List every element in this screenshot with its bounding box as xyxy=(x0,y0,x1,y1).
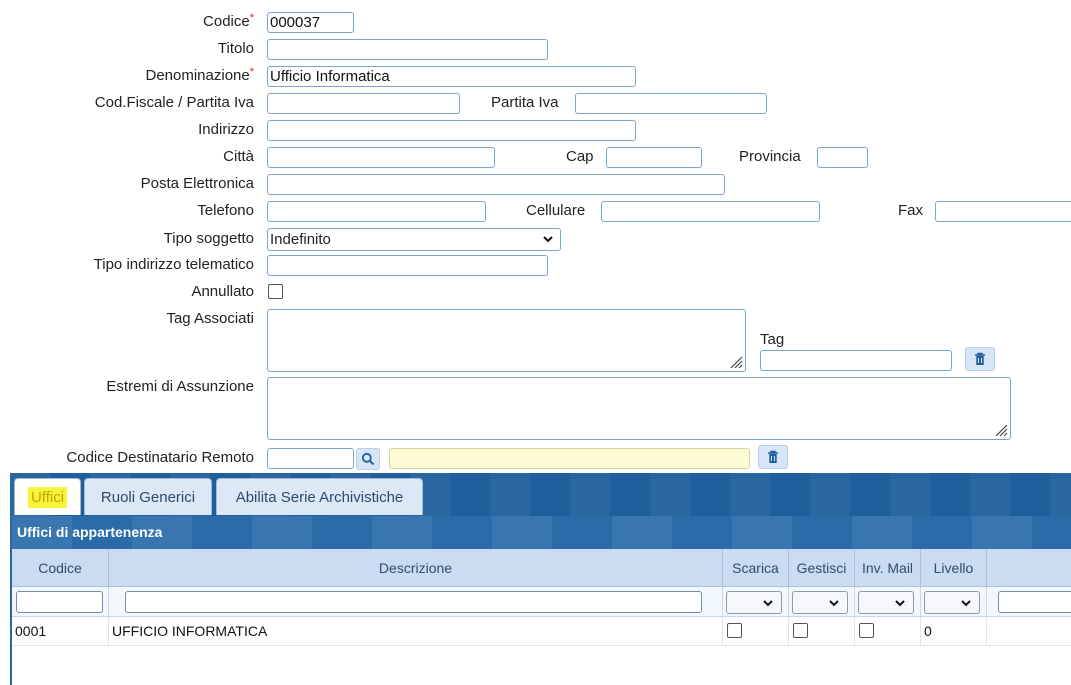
cell-codice: 0001 xyxy=(12,617,109,646)
codice-label: Codice* xyxy=(203,12,254,30)
annullato-checkbox[interactable] xyxy=(268,284,283,299)
col-header-livello[interactable]: Livello xyxy=(921,549,987,587)
col-header-codice[interactable]: Codice xyxy=(12,549,109,587)
col-header-inv-mail[interactable]: Inv. Mail xyxy=(855,549,921,587)
chevron-down-icon xyxy=(961,600,971,607)
filter-cell-inv-mail xyxy=(855,587,921,617)
email-input[interactable] xyxy=(267,174,725,195)
col-header-scarica[interactable]: Scarica xyxy=(723,549,789,587)
col-header-gestisci[interactable]: Gestisci xyxy=(789,549,855,587)
codice-dest-search-button[interactable] xyxy=(356,448,380,470)
codice-dest-delete-button[interactable] xyxy=(758,445,788,469)
cap-input[interactable] xyxy=(606,147,702,168)
tab-abilita-serie[interactable]: Abilita Serie Archivistiche xyxy=(216,478,423,515)
filter-extra-input[interactable] xyxy=(998,591,1071,613)
provincia-label: Provincia xyxy=(739,148,801,165)
tab-uffici[interactable]: Uffici xyxy=(14,478,81,515)
telefono-label: Telefono xyxy=(197,202,254,219)
indirizzo-label: Indirizzo xyxy=(198,121,254,138)
tab-ruoli-generici[interactable]: Ruoli Generici xyxy=(84,478,212,515)
denominazione-input[interactable]: Ufficio Informatica xyxy=(267,66,636,87)
tag-associati-textarea[interactable] xyxy=(267,309,746,372)
tipo-soggetto-label: Tipo soggetto xyxy=(163,230,254,247)
fax-label: Fax xyxy=(898,202,924,219)
cell-inv-mail xyxy=(855,617,921,646)
telefono-input[interactable] xyxy=(267,201,486,222)
cell-gestisci xyxy=(789,617,855,646)
tab-abilita-serie-label: Abilita Serie Archivistiche xyxy=(235,488,404,506)
trash-icon xyxy=(768,450,778,463)
chevron-down-icon xyxy=(763,600,773,607)
filter-cell-livello xyxy=(921,587,987,617)
cell-descrizione: UFFICIO INFORMATICA xyxy=(109,617,723,646)
search-icon xyxy=(361,452,375,466)
cf-input[interactable] xyxy=(267,93,460,114)
titolo-label: Titolo xyxy=(217,40,254,57)
tipo-indirizzo-input[interactable] xyxy=(267,255,548,276)
annullato-label: Annullato xyxy=(191,283,254,300)
tag-input[interactable] xyxy=(760,350,952,371)
filter-codice-input[interactable] xyxy=(16,591,103,613)
chevron-down-icon xyxy=(543,236,553,243)
piva-label: Partita Iva xyxy=(491,94,559,111)
chevron-down-icon xyxy=(829,600,839,607)
filter-cell-descrizione xyxy=(109,587,723,617)
filter-cell-gestisci xyxy=(789,587,855,617)
email-label: Posta Elettronica xyxy=(140,175,254,192)
citta-label: Città xyxy=(223,148,254,165)
col-header-extra xyxy=(987,549,1071,587)
cap-label: Cap xyxy=(566,148,594,165)
cellulare-input[interactable] xyxy=(601,201,820,222)
trash-icon xyxy=(975,352,985,365)
scarica-checkbox[interactable] xyxy=(727,623,742,638)
filter-gestisci-select[interactable] xyxy=(792,591,848,614)
tab-uffici-label: Uffici xyxy=(27,486,68,508)
cf-label: Cod.Fiscale / Partita Iva xyxy=(94,94,254,111)
tipo-soggetto-value: Indefinito xyxy=(270,231,331,248)
filter-descrizione-input[interactable] xyxy=(125,591,702,613)
tag-associati-label: Tag Associati xyxy=(166,310,254,327)
codice-dest-input[interactable] xyxy=(267,448,354,469)
codice-input[interactable]: 000037 xyxy=(267,12,354,33)
tab-content: Uffici di appartenenza Codice Descrizion… xyxy=(12,516,1071,685)
piva-input[interactable] xyxy=(575,93,767,114)
citta-input[interactable] xyxy=(267,147,495,168)
filter-cell-codice xyxy=(12,587,109,617)
filter-scarica-select[interactable] xyxy=(726,591,782,614)
gestisci-checkbox[interactable] xyxy=(793,623,808,638)
cell-scarica xyxy=(723,617,789,646)
cell-extra xyxy=(987,617,1071,646)
provincia-input[interactable] xyxy=(817,147,868,168)
codice-dest-description xyxy=(389,448,750,469)
filter-inv-mail-select[interactable] xyxy=(858,591,914,614)
estremi-label: Estremi di Assunzione xyxy=(106,378,254,395)
tab-ruoli-generici-label: Ruoli Generici xyxy=(100,488,196,506)
inv-mail-checkbox[interactable] xyxy=(859,623,874,638)
tipo-soggetto-select[interactable]: Indefinito xyxy=(267,228,561,251)
tag-delete-button[interactable] xyxy=(965,347,995,371)
estremi-textarea[interactable] xyxy=(267,377,1011,440)
tipo-indirizzo-label: Tipo indirizzo telematico xyxy=(93,256,254,273)
codice-dest-label: Codice Destinatario Remoto xyxy=(66,449,254,466)
chevron-down-icon xyxy=(895,600,905,607)
grid-title: Uffici di appartenenza xyxy=(12,516,1071,549)
tag-label: Tag xyxy=(760,331,785,348)
tabs-panel: Uffici Ruoli Generici Abilita Serie Arch… xyxy=(10,473,1071,685)
fax-input[interactable] xyxy=(935,201,1071,222)
col-header-descrizione[interactable]: Descrizione xyxy=(109,549,723,587)
indirizzo-input[interactable] xyxy=(267,120,636,141)
titolo-input[interactable] xyxy=(267,39,548,60)
filter-cell-scarica xyxy=(723,587,789,617)
resize-grip-icon[interactable] xyxy=(729,355,743,369)
filter-cell-extra xyxy=(987,587,1071,617)
cell-livello: 0 xyxy=(921,617,987,646)
denominazione-label: Denominazione* xyxy=(145,66,254,84)
filter-livello-select[interactable] xyxy=(924,591,980,614)
resize-grip-icon[interactable] xyxy=(994,423,1008,437)
cellulare-label: Cellulare xyxy=(526,202,586,219)
